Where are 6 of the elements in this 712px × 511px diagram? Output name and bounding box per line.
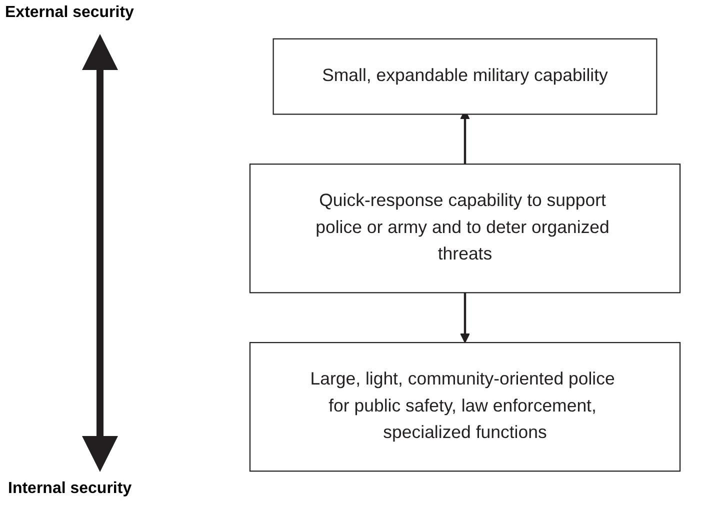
node-box: Quick-response capability to support police or army and to deter organized threats: [249, 164, 681, 294]
node-box: Small, expandable military capability: [272, 38, 658, 115]
axis-top-label: External security: [5, 4, 134, 22]
node-box: Large, light, community-oriented police for public safety, law enforcement, specialized functions: [249, 342, 681, 472]
axis-bottom-label: Internal security: [8, 480, 132, 498]
arrow: [460, 292, 470, 343]
